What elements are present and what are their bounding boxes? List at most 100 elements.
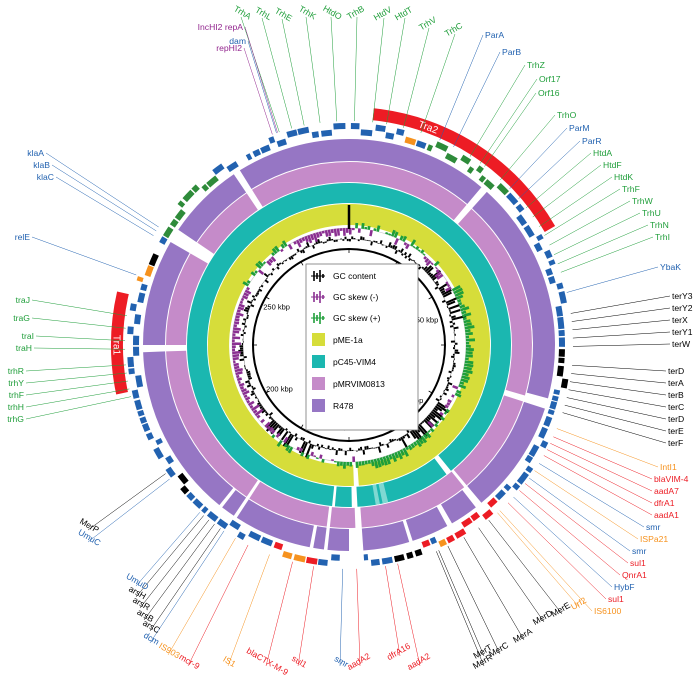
gene-label: dam <box>229 36 246 46</box>
gene-label: terA <box>668 378 684 388</box>
leader-line <box>544 188 621 236</box>
gene-arrow <box>524 454 534 464</box>
leader-line <box>167 537 236 656</box>
gene-label: Urf2 <box>569 595 588 612</box>
gene-arrow <box>137 292 146 304</box>
gene-label: TrhL <box>253 5 273 22</box>
gene-label: trhF <box>9 390 24 400</box>
gene-arrow <box>478 175 487 183</box>
leader-line <box>524 483 629 564</box>
gene-arrow <box>551 395 559 402</box>
ring-pmrvim0813-segment <box>252 162 349 207</box>
backbone-tick <box>300 424 304 429</box>
ring-pmrvim0813-segment <box>360 471 465 528</box>
gene-label: HtdO <box>321 3 344 22</box>
gene-arrow <box>141 422 151 432</box>
gene-arrow <box>148 253 159 267</box>
gene-arrow <box>145 432 154 441</box>
gene-label: ParM <box>569 123 590 133</box>
gene-label: sul1 <box>630 558 646 568</box>
gene-label: smr <box>632 546 646 556</box>
gene-label: MerA <box>511 626 534 645</box>
leader-line <box>305 16 321 123</box>
gene-label: TrhO <box>557 110 577 120</box>
gene-arrow <box>558 357 565 364</box>
legend-item-r478: R478 <box>312 399 354 412</box>
gene-arrow <box>140 283 148 292</box>
legend-item-pmrvim: pMRVIM0813 <box>312 377 385 390</box>
leader-line <box>553 436 653 480</box>
ring-r478-segment <box>222 489 247 516</box>
gene-arrow <box>317 558 328 566</box>
gene-label: HtdA <box>593 148 612 158</box>
gene-arrow <box>555 305 564 317</box>
ring-pc45-highlight <box>378 482 389 504</box>
gene-arrow <box>144 265 154 277</box>
gene-arrow <box>163 226 174 239</box>
gene-arrow <box>503 483 512 492</box>
gene-label: HybF <box>614 582 635 592</box>
gene-label: traI <box>22 331 34 341</box>
tra1-block <box>110 291 129 395</box>
gene-arrow <box>245 153 253 161</box>
leader-line <box>569 381 667 396</box>
gene-arrow <box>177 472 189 485</box>
ring-r478-segment <box>467 401 545 503</box>
leader-line <box>546 449 653 504</box>
gene-arrow <box>538 426 548 439</box>
ring-r478-segment <box>327 527 349 551</box>
gene-arrow <box>132 335 140 346</box>
gene-label: TrhK <box>297 3 318 21</box>
ring-r478-segment <box>178 174 247 243</box>
gene-arrow <box>494 489 506 501</box>
gene-label: terE <box>668 426 684 436</box>
gc-tracks <box>231 205 476 469</box>
leader-line <box>566 397 667 420</box>
gene-label: aadA2 <box>345 651 372 672</box>
gene-arrow <box>159 236 168 245</box>
ring-pmrvim0813-segment <box>329 507 356 529</box>
gene-label: YbaK <box>660 262 681 272</box>
gene-label: IntI1 <box>660 462 677 472</box>
legend-item-gc-skew-minus: GC skew (-) <box>311 291 379 303</box>
gene-arrow <box>320 129 333 137</box>
gene-arrow <box>523 224 535 238</box>
gene-arrow <box>268 136 276 144</box>
gene-arrow <box>260 536 274 547</box>
gene-arrow <box>553 389 561 395</box>
gene-label: TrhF <box>622 184 640 194</box>
leader-line <box>139 519 210 609</box>
gene-label: dfrA1 <box>654 498 675 508</box>
gene-arrow <box>482 509 494 520</box>
legend-item-gc-skew-plus: GC skew (+) <box>311 312 381 324</box>
gene-arrow <box>134 314 142 325</box>
gene-arrow <box>180 485 190 495</box>
gene-arrow <box>525 465 534 474</box>
gene-arrow <box>229 519 241 531</box>
gene-label: sul1 <box>290 653 309 670</box>
leader-line <box>149 530 225 644</box>
gene-arrow <box>206 510 219 522</box>
leader-line <box>534 470 639 540</box>
gene-arrow <box>201 183 210 192</box>
leader-line <box>51 164 157 232</box>
gene-arrow <box>192 498 204 509</box>
leader-line <box>25 380 128 396</box>
gene-arrow <box>182 189 195 203</box>
gene-arrow <box>415 140 427 149</box>
ring-r478-segment <box>472 191 556 399</box>
gene-arrow <box>133 346 140 356</box>
gene-label: TrhB <box>345 3 366 21</box>
leader-line <box>87 473 166 531</box>
gene-arrow <box>177 200 186 208</box>
gene-arrow <box>191 184 200 193</box>
legend-label: GC skew (+) <box>333 313 381 323</box>
leader-line <box>570 295 671 314</box>
gene-arrow <box>556 282 564 290</box>
ring-r478-segment <box>349 139 482 205</box>
ring-r478-segment <box>143 351 234 506</box>
gene-label: aadA1 <box>654 510 679 520</box>
leader-line <box>539 176 613 227</box>
gene-label: terD <box>668 366 684 376</box>
leader-line <box>478 527 545 623</box>
